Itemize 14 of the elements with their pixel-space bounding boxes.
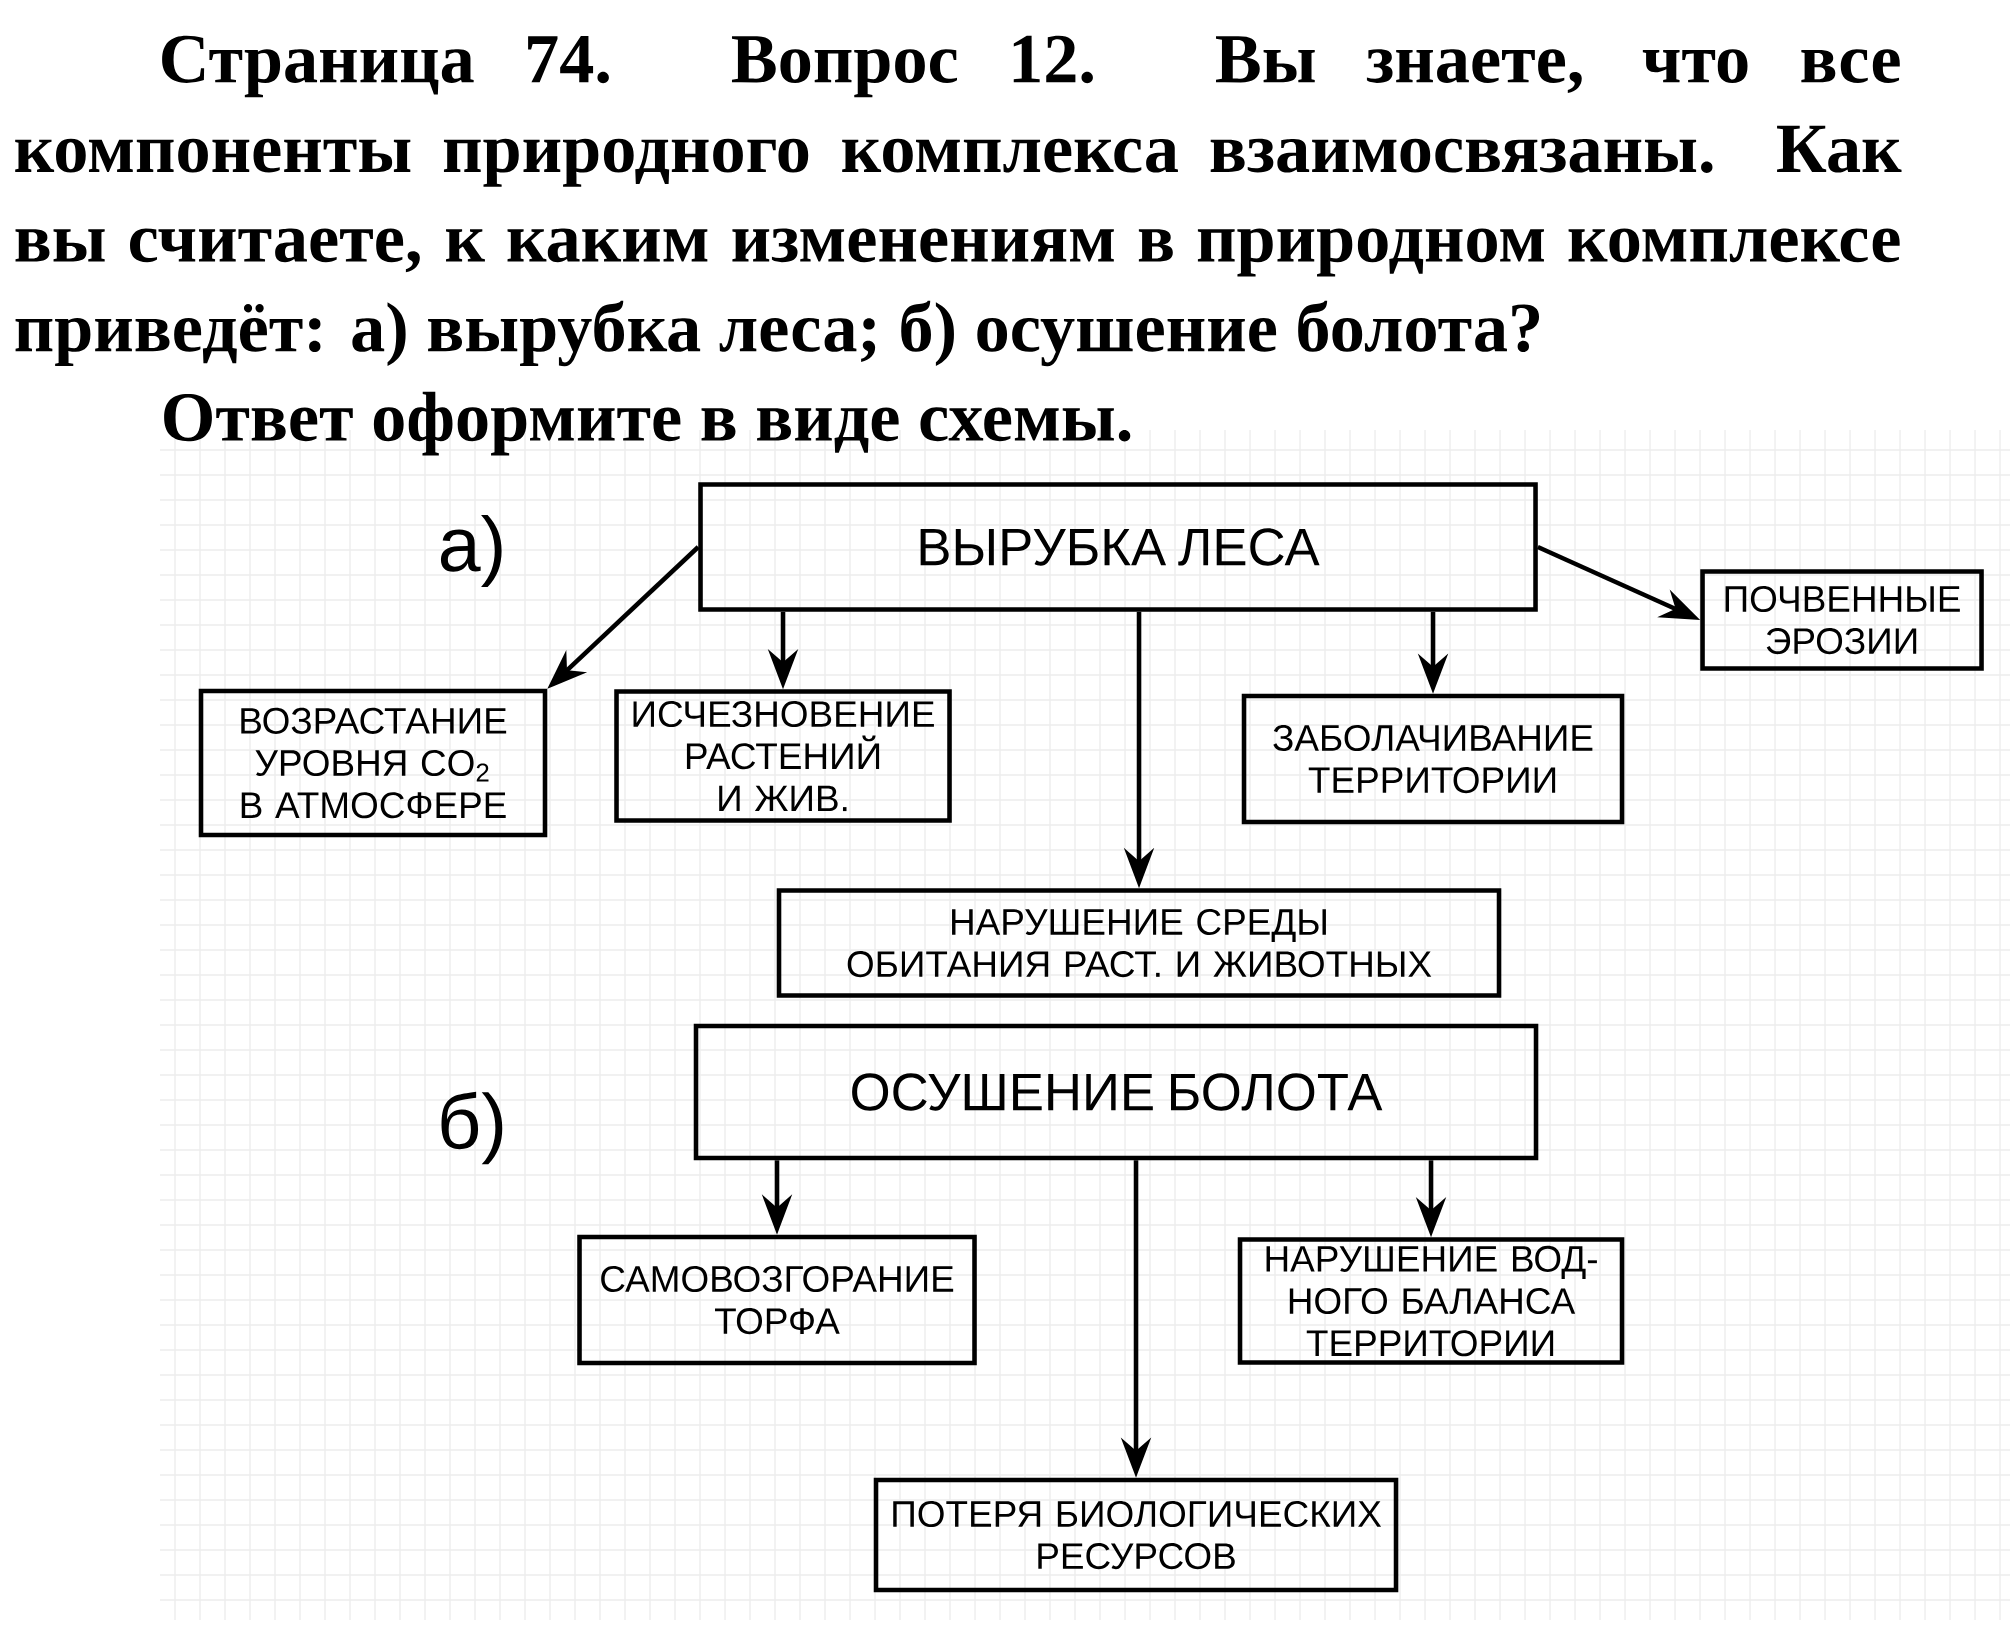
process-box: ОСУШЕНИЕ БОЛОТА [693,1023,1539,1161]
process-box: НАРУШЕНИЕ СРЕДЫ ОБИТАНИЯ РАСТ. И ЖИВОТНЫХ [776,888,1502,998]
process-box: ПОЧВЕННЫЕ ЭРОЗИИ [1700,569,1984,671]
process-box: НАРУШЕНИЕ ВОД- НОГО БАЛАНСА ТЕРРИТОРИИ [1237,1237,1625,1365]
answer-instruction: Ответ оформите в виде схемы. [164,391,1131,456]
process-box: ПОТЕРЯ БИОЛОГИЧЕСКИХ РЕСУРСОВ [873,1477,1399,1593]
item-marker: б) [441,1091,503,1165]
question-text: Страница 74. Вопрос 12. Вы знаете, что все компоненты природного комплекса взаимосвязаны. Как вы считаете, к каким изменениям в природном комплексе приведёт: а) вырубка леса; б) осушение болота? [15,35,1902,367]
process-box: ЗАБОЛАЧИВАНИЕ ТЕРРИТОРИИ [1241,693,1625,825]
item-marker: а) [440,514,502,587]
process-box: ВОЗРАСТАНИЕ УРОВНЯ CO$_{2}$ В АТМОСФЕРЕ [198,688,548,838]
process-box: САМОВОЗГОРАНИЕ ТОРФА [577,1234,977,1366]
process-box: ВЫРУБКА ЛЕСА [698,482,1538,612]
process-box: ИСЧЕЗНОВЕНИЕ РАСТЕНИЙ И ЖИВ. [614,689,952,823]
